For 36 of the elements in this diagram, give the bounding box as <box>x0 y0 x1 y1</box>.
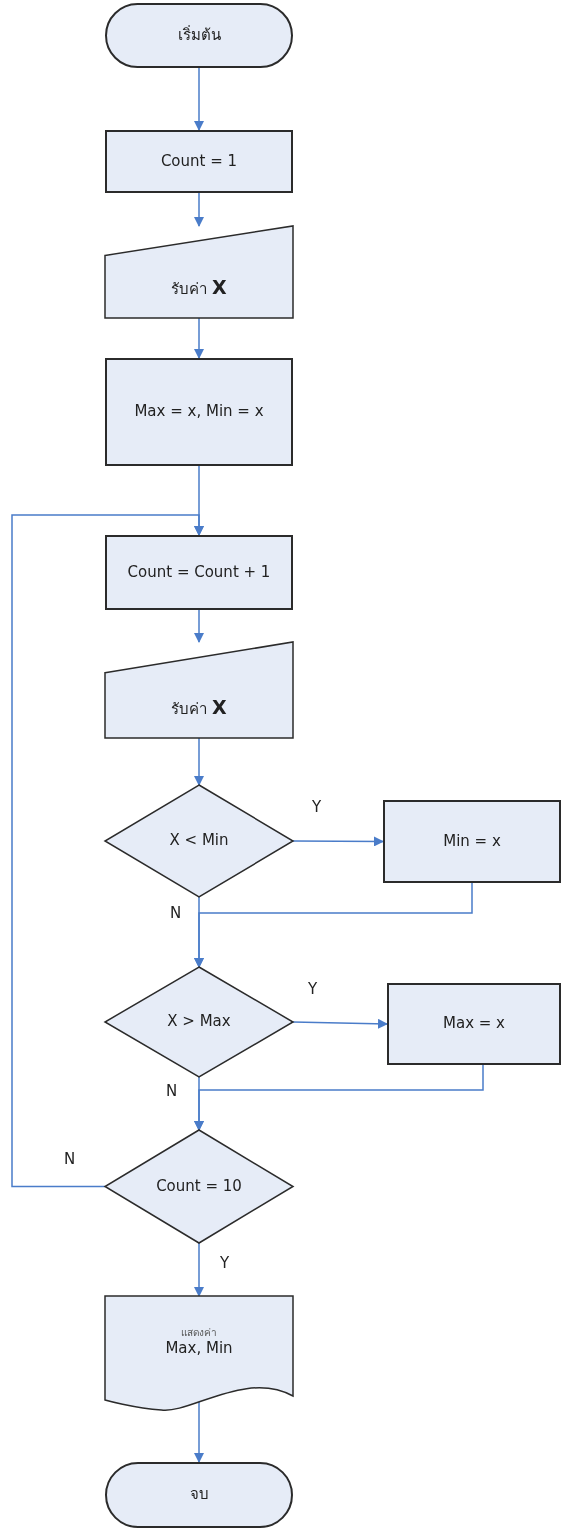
node-text: X < Min <box>169 831 229 851</box>
arrow <box>194 609 204 643</box>
process-box <box>383 800 561 883</box>
decision-diamond <box>105 785 293 897</box>
arrow <box>194 67 204 131</box>
node-text: Max, Min <box>165 1338 233 1359</box>
arrow <box>292 836 384 847</box>
node-text: Count = Count + 1 <box>127 562 271 583</box>
arrow <box>194 882 473 968</box>
process-box <box>105 358 293 466</box>
arrow <box>194 737 204 786</box>
arrow <box>11 514 204 1188</box>
node-text: Max = x, Min = x <box>134 402 264 422</box>
process-box <box>105 130 293 193</box>
node-text: Count = 10 <box>156 1176 242 1197</box>
node-text: รับค่า X <box>171 695 227 720</box>
arrow <box>194 192 204 227</box>
node-text: แสดงค่า <box>181 1325 217 1339</box>
document-shape <box>105 1296 293 1410</box>
node-text: Count = 1 <box>160 151 238 172</box>
node-text: รับค่า X <box>171 275 227 300</box>
node-text: Max = x <box>443 1014 505 1034</box>
node-text: จบ <box>189 1485 209 1505</box>
process-box <box>387 983 561 1065</box>
node-text: X > Max <box>167 1012 231 1032</box>
arrow <box>194 317 204 359</box>
arrow <box>292 1018 388 1029</box>
node-text: เริ่มต้น <box>177 25 221 46</box>
decision-diamond <box>105 1130 293 1243</box>
arrow <box>194 1064 484 1131</box>
manual-input-shape <box>105 226 293 318</box>
process-box <box>105 535 293 610</box>
decision-diamond <box>105 967 293 1077</box>
node-text: Min = x <box>443 831 501 852</box>
arrow <box>194 1242 204 1297</box>
manual-input-shape <box>105 642 293 738</box>
